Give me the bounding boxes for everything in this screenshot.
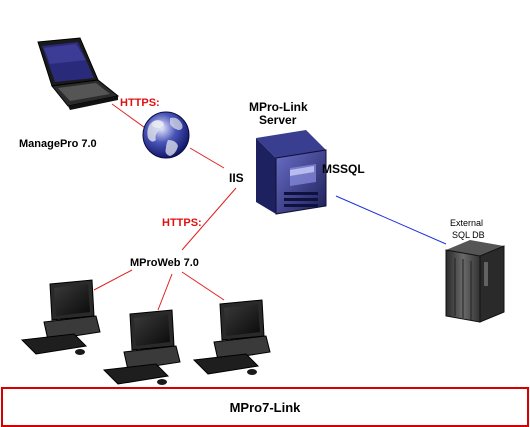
https-label-lower: HTTPS:: [162, 217, 202, 229]
globe-icon: [142, 111, 190, 159]
mssql-label: MSSQL: [322, 162, 365, 176]
globe-to-iis-line: [189, 147, 225, 169]
https-label-upper: HTTPS:: [120, 97, 160, 109]
desktop-computer-icon: [102, 309, 181, 385]
mproweb-to-pc-right-line: [181, 271, 225, 301]
connection-lines: [93, 103, 447, 311]
laptop-icon: [37, 37, 120, 110]
database-icon: [445, 240, 505, 323]
server-icon: [256, 130, 327, 215]
mproweb-to-pc-middle-line: [157, 273, 173, 311]
iis-label: IIS: [229, 171, 244, 185]
mproweb-to-pc-left-line: [93, 269, 133, 291]
laptop-to-globe-line: [111, 103, 149, 131]
server-to-db-line: [335, 195, 447, 245]
iis-to-mproweb-line: [181, 187, 237, 251]
mproweb-label: MProWeb 7.0: [130, 257, 199, 269]
footer-title: MPro7-Link: [229, 399, 301, 415]
managepro-label: ManagePro 7.0: [19, 138, 97, 150]
desktop-computer-icon: [20, 279, 101, 355]
external-db-label-line2: SQL DB: [452, 230, 485, 240]
external-db-label-line1: External: [450, 218, 483, 228]
footer-banner: MPro7-Link: [1, 387, 529, 427]
server-label-line2: Server: [259, 113, 297, 127]
desktop-computer-icon: [192, 299, 271, 375]
server-label-line1: MPro-Link: [249, 100, 308, 114]
